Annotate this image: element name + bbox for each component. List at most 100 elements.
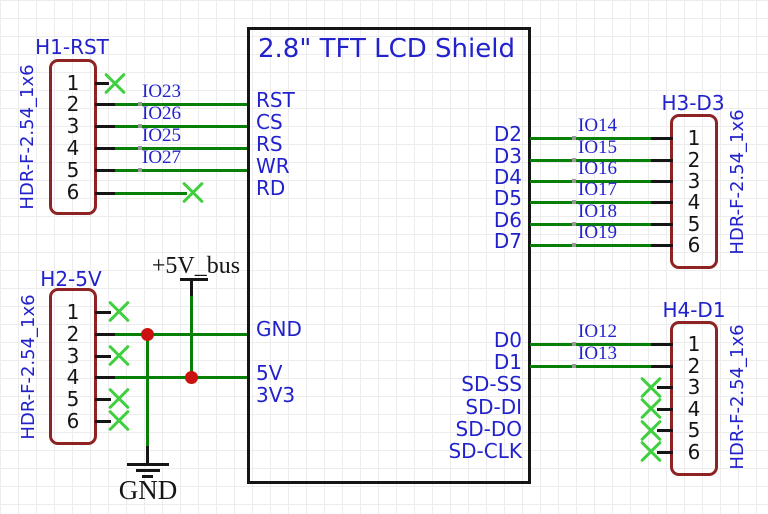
h3-pin-number-2: 2	[687, 148, 701, 172]
net-label-io18: IO18	[578, 201, 618, 222]
h2-pin-number-4: 4	[66, 365, 80, 389]
chip-pin-sd-di: SD-DI	[465, 395, 522, 419]
power-bus-bar	[180, 278, 208, 281]
h3-pin-number-1: 1	[687, 126, 701, 150]
header-h3-part: HDR-F-2.54_1x6	[727, 109, 748, 255]
wire-io12	[530, 343, 651, 346]
h1-pin-number-3: 3	[66, 114, 80, 138]
wire-io27	[115, 169, 247, 172]
h4-pin-number-6: 6	[687, 440, 701, 464]
h2-pin5-stub	[95, 398, 111, 401]
h4-pin-number-5: 5	[687, 418, 701, 442]
gnd-symbol-bar1	[127, 463, 169, 466]
wire-io15	[530, 159, 651, 162]
chip-pin-3v3: 3V3	[256, 383, 296, 407]
h1-pin5-stub	[95, 169, 117, 172]
h2-pin-number-6: 6	[66, 409, 80, 433]
no-connect-icon-h4-pin4	[639, 397, 663, 421]
wire-io25	[115, 147, 247, 150]
junction-dot-gnd	[141, 328, 154, 341]
header-h2-name: H2-5V	[40, 267, 102, 291]
net-anchor-tick	[572, 222, 576, 226]
chip-pin-5v: 5V	[256, 361, 283, 385]
junction-dot-5v	[185, 371, 198, 384]
chip-pin-sd-do: SD-DO	[455, 417, 522, 441]
net-label-io25: IO25	[142, 125, 182, 146]
net-anchor-tick	[138, 124, 142, 128]
no-connect-icon-h2-pin6	[107, 409, 131, 433]
net-anchor-tick	[572, 342, 576, 346]
h3-pin-number-5: 5	[687, 212, 701, 236]
h3-pin3-stub	[651, 180, 673, 183]
net-anchor-tick	[572, 136, 576, 140]
h4-pin3-stub	[657, 386, 673, 389]
chip-pin-d5: D5	[493, 186, 522, 210]
chip-pin-d6: D6	[493, 208, 522, 232]
h3-pin5-stub	[651, 223, 673, 226]
net-label-io15: IO15	[578, 137, 618, 158]
no-connect-icon-h2-pin5	[107, 387, 131, 411]
h2-pin-number-1: 1	[66, 300, 80, 324]
h4-pin-number-2: 2	[687, 354, 701, 378]
h1-pin-number-5: 5	[66, 158, 80, 182]
power-bus-label: +5V_bus	[151, 253, 241, 279]
no-connect-icon-h2-pin3	[107, 344, 131, 368]
header-h4-box	[670, 321, 718, 476]
no-connect-icon-h4-pin6	[639, 440, 663, 464]
wire-io14	[530, 137, 651, 140]
h4-pin1-stub	[651, 343, 673, 346]
chip-title: 2.8" TFT LCD Shield	[258, 34, 515, 64]
header-h2-box	[49, 288, 97, 445]
chip-pin-d3: D3	[493, 144, 522, 168]
h2-pin1-stub	[95, 311, 111, 314]
h1-pin2-stub	[95, 103, 117, 106]
h1-pin4-stub	[95, 147, 117, 150]
chip-pin-d4: D4	[493, 165, 522, 189]
chip-pin-d0: D0	[493, 328, 522, 352]
net-label-io17: IO17	[578, 179, 618, 200]
wire-io17	[530, 201, 651, 204]
gnd-symbol-bar3	[142, 475, 153, 478]
gnd-symbol-pin	[146, 446, 149, 465]
h3-pin2-stub	[651, 159, 673, 162]
no-connect-icon-h2-pin1	[107, 300, 131, 324]
chip-pin-rst: RST	[256, 88, 295, 112]
wire-io13	[530, 365, 651, 368]
net-label-io13: IO13	[578, 343, 618, 364]
net-anchor-tick	[572, 158, 576, 162]
h1-pin3-stub	[95, 125, 117, 128]
h4-pin4-stub	[657, 408, 673, 411]
chip-pin-cs: CS	[256, 110, 283, 134]
chip-pin-wr: WR	[256, 154, 290, 178]
power-bus-pin	[190, 280, 193, 296]
wire-5v-net	[115, 376, 247, 379]
wire-io19	[530, 244, 651, 247]
wire-io18	[530, 223, 651, 226]
no-connect-icon-h1-pin1	[103, 72, 127, 96]
h2-pin4-stub	[95, 376, 117, 379]
header-h4-part: HDR-F-2.54_1x6	[727, 324, 748, 470]
gnd-symbol-bar2	[136, 469, 160, 472]
h2-pin6-stub	[95, 420, 111, 423]
wire-io23	[115, 103, 247, 106]
header-h4-name: H4-D1	[662, 298, 726, 322]
h1-pin-number-6: 6	[66, 180, 80, 204]
net-label-io26: IO26	[142, 103, 182, 124]
h2-pin-number-5: 5	[66, 387, 80, 411]
chip-pin-d2: D2	[493, 122, 522, 146]
h1-pin1-stub	[95, 82, 109, 85]
net-anchor-tick	[572, 364, 576, 368]
header-h2-part: HDR-F-2.54_1x6	[18, 294, 39, 440]
wire-io26	[115, 125, 247, 128]
h1-pin-number-4: 4	[66, 136, 80, 160]
h4-pin6-stub	[657, 451, 673, 454]
net-anchor-tick	[572, 243, 576, 247]
wire-5v-bus-drop	[190, 295, 193, 378]
chip-pin-rd: RD	[256, 176, 286, 200]
net-label-io19: IO19	[578, 222, 618, 243]
net-anchor-tick	[138, 102, 142, 106]
h1-pin-number-2: 2	[66, 92, 80, 116]
h2-pin-number-3: 3	[66, 344, 80, 368]
net-anchor-tick	[572, 200, 576, 204]
h3-pin-number-6: 6	[687, 233, 701, 257]
